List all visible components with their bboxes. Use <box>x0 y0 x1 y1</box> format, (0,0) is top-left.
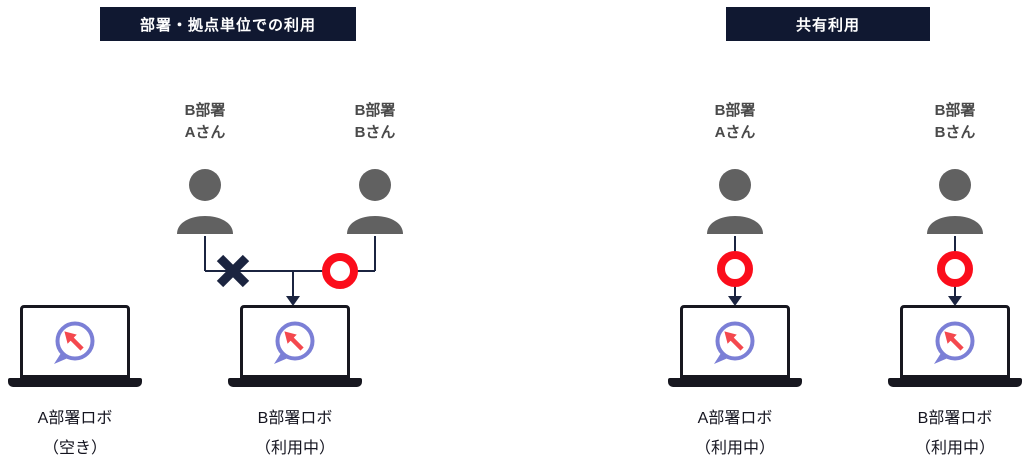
robot-logo-icon <box>934 321 975 364</box>
person-icon <box>347 169 403 234</box>
person-icon <box>177 169 233 234</box>
badge-department-usage-label: 部署・拠点単位での利用 <box>139 16 316 34</box>
allowed-circle-icon <box>717 251 753 287</box>
laptop-base <box>668 378 802 387</box>
user-label-dept-a: B部署 Aさん <box>135 100 275 144</box>
laptop-screen <box>680 305 790 378</box>
allowed-circle-icon <box>937 251 973 287</box>
laptop-robot-b-shared <box>888 305 1022 387</box>
robot-logo-icon <box>54 321 95 364</box>
blocked-x-icon <box>216 254 250 288</box>
user-dept: B部署 <box>714 102 756 119</box>
robot-status: （利用中） <box>254 440 335 457</box>
laptop-robot-b-dept <box>228 305 362 387</box>
laptop-robot-a-dept <box>8 305 142 387</box>
user-name: Bさん <box>354 124 396 141</box>
laptop-base <box>888 378 1022 387</box>
robot-label-b-shared: B部署ロボ （利用中） <box>855 404 1024 464</box>
user-dept: B部署 <box>934 102 976 119</box>
user-label-shared-b: B部署 Bさん <box>885 100 1024 144</box>
badge-shared-usage: 共有利用 <box>726 7 930 41</box>
laptop-robot-a-shared <box>668 305 802 387</box>
robot-name: B部署ロボ <box>257 410 333 427</box>
robot-name: A部署ロボ <box>37 410 113 427</box>
laptop-screen <box>900 305 1010 378</box>
person-icon <box>927 169 983 234</box>
badge-department-usage: 部署・拠点単位での利用 <box>100 7 356 41</box>
robot-status: （利用中） <box>694 440 775 457</box>
robot-label-b-dept: B部署ロボ （利用中） <box>195 404 395 464</box>
robot-name: A部署ロボ <box>697 410 773 427</box>
laptop-base <box>8 378 142 387</box>
user-name: Aさん <box>184 124 226 141</box>
user-name: Bさん <box>934 124 976 141</box>
laptop-screen <box>20 305 130 378</box>
allowed-circle-icon <box>322 253 358 289</box>
laptop-screen <box>240 305 350 378</box>
person-icon <box>707 169 763 234</box>
robot-status: （利用中） <box>914 440 995 457</box>
user-label-shared-a: B部署 Aさん <box>665 100 805 144</box>
robot-logo-icon <box>714 321 755 364</box>
user-label-dept-b: B部署 Bさん <box>305 100 445 144</box>
laptop-base <box>228 378 362 387</box>
robot-name: B部署ロボ <box>917 410 993 427</box>
robot-logo-icon <box>274 321 315 364</box>
badge-shared-usage-label: 共有利用 <box>795 16 860 34</box>
user-dept: B部署 <box>354 102 396 119</box>
user-dept: B部署 <box>184 102 226 119</box>
robot-label-a-shared: A部署ロボ （利用中） <box>635 404 835 464</box>
robot-label-a-dept: A部署ロボ （空き） <box>0 404 175 464</box>
robot-status: （空き） <box>42 440 107 457</box>
user-name: Aさん <box>714 124 756 141</box>
